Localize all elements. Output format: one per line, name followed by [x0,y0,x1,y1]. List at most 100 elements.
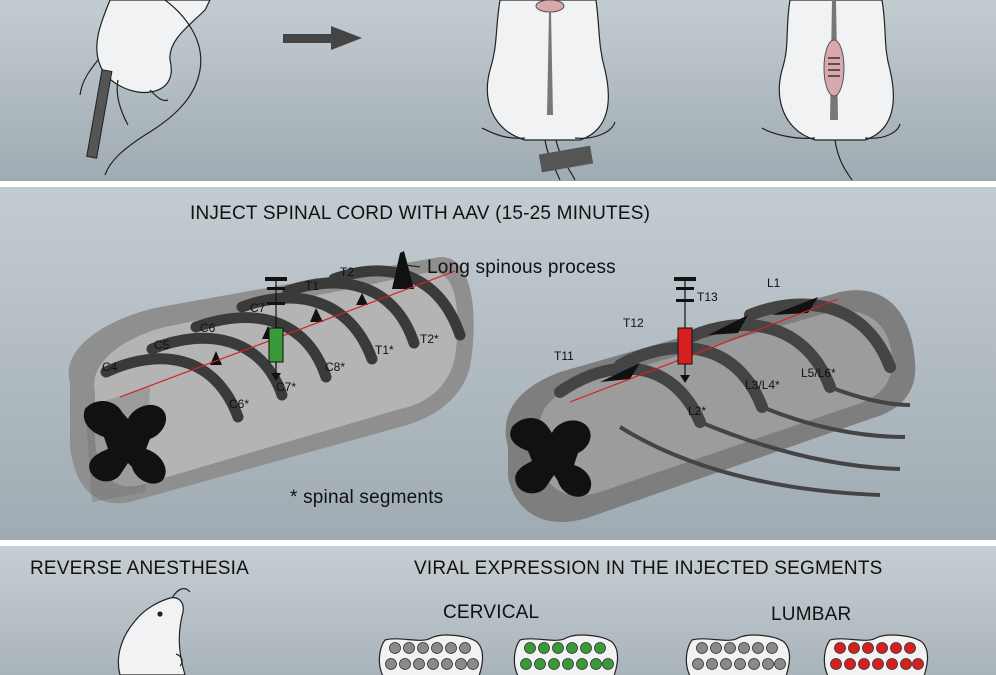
neuron-cell [858,658,870,670]
lumbar-gray-matter [510,418,592,497]
neuron-cell [455,658,467,670]
neuron-cell [844,658,856,670]
cervical-control-section [378,634,484,675]
vertebra-label: T12 [623,316,644,330]
neuron-cell [720,658,732,670]
neuron-cell [900,658,912,670]
neuron-cell [403,642,415,654]
cervical-gray-matter [83,401,167,484]
neuron-cell [538,642,550,654]
lumbar-injected-section [823,634,929,675]
neuron-cell [552,642,564,654]
neuron-cell [590,658,602,670]
lumbar-midline [569,298,839,403]
neuron-cell [848,642,860,654]
vertebra-label: C6 [200,321,216,335]
neuron-cell [724,642,736,654]
neuron-cell [431,642,443,654]
neuron-cell [912,658,924,670]
lumbar-syringe [674,277,696,383]
cervical-midline [119,270,456,398]
lumbar-label: LUMBAR [771,604,852,625]
neuron-cell [762,658,774,670]
neuron-cell [459,642,471,654]
hand-holding-mouse-illustration [79,0,211,176]
expression-illustration [117,588,929,675]
neuron-cell [417,642,429,654]
vertebra-label: C4 [102,360,118,374]
segment-label: C6* [229,397,250,411]
cervical-spinal-cord [68,251,474,504]
callout-pointer [404,264,421,268]
incision-site [535,0,565,13]
neuron-cell [576,658,588,670]
vertebra-label: L1 [767,276,781,290]
neuron-cell [562,658,574,670]
exposed-vertebrae [828,57,840,77]
lumbar-nerve-roots [618,385,911,497]
neuron-cell [467,658,479,670]
neuron-cell [752,642,764,654]
expression-panel: REVERSE ANESTHESIA VIRAL EXPRESSION IN T… [0,546,996,675]
neuron-cell [830,658,842,670]
vertebra-label: C5 [154,338,170,352]
lumbar-spinal-cord [505,277,916,523]
neuron-cell [580,642,592,654]
neuron-cell [427,658,439,670]
midline-incision [547,12,553,115]
neuron-cell [385,658,397,670]
vertebra-label: T2 [340,265,355,279]
neuron-cell [524,642,536,654]
neuron-cell [548,658,560,670]
spinal-segments-footnote: * spinal segments [290,487,444,508]
expression-title: VIRAL EXPRESSION IN THE INJECTED SEGMENT… [414,558,883,579]
neuron-cell [696,642,708,654]
arrow-right-icon [283,26,362,50]
vertebra-label: T11 [554,349,574,363]
clipper-tool [86,69,113,159]
long-spinous-process [392,251,414,289]
lumbar-vertebral-laminae [554,298,896,428]
neuron-cell [872,658,884,670]
cervical-label: CERVICAL [443,602,540,623]
neuron-cell [445,642,457,654]
neuron-cell [413,658,425,670]
segment-label: L5/L6* [801,366,836,380]
cervical-syringe [265,277,287,381]
neuron-cell [766,642,778,654]
tail-clamp [538,145,594,173]
sections-container [378,634,929,675]
neuron-cell [594,642,606,654]
vertebra-label: C7 [250,301,266,315]
neuron-cell [904,642,916,654]
spinal-cord-diagram [68,251,916,523]
long-spinous-process-label: Long spinous process [427,257,616,278]
neuron-cell [399,658,411,670]
vertebra-label: T13 [697,290,718,304]
neuron-cell [738,642,750,654]
neuron-cell [566,642,578,654]
neuron-cell [834,642,846,654]
segment-label: C8* [325,360,346,374]
segment-label: L2* [688,404,707,418]
neuron-cell [441,658,453,670]
neuron-cell [876,642,888,654]
exposed-spinal-column [823,39,845,97]
segment-label: L3/L4* [745,378,780,392]
prep-panel [0,0,996,181]
injection-panel: INJECT SPINAL CORD WITH AAV (15-25 MINUT… [0,187,996,540]
neuron-cell [862,642,874,654]
lumbar-control-section [685,634,791,675]
neuron-cell [748,658,760,670]
neuron-cell [774,658,786,670]
prep-illustration [79,0,901,181]
segment-label: C7* [276,380,297,394]
neuron-cell [602,658,614,670]
neuron-cell [890,642,902,654]
vertebra-label: T1 [305,279,320,293]
reverse-anesthesia-label: REVERSE ANESTHESIA [30,558,250,579]
segment-label: T2* [420,332,439,346]
recovering-mouse-illustration [117,588,191,675]
neuron-cell [706,658,718,670]
neuron-cell [886,658,898,670]
